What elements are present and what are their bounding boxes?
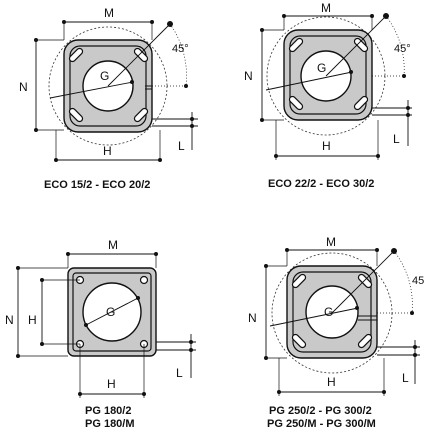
- inner-height-label: H: [28, 313, 37, 327]
- mounting-slot: [357, 333, 373, 349]
- width-label: M: [108, 238, 118, 252]
- mounting-slot: [133, 47, 149, 63]
- hole-spacing-label: H: [322, 139, 331, 153]
- angle-label: 45°: [394, 43, 411, 55]
- height-label: N: [248, 311, 257, 325]
- flange-plate-inner-edge: [292, 271, 372, 353]
- diameter-line: [49, 81, 134, 99]
- angle-line: [325, 15, 387, 77]
- diagram-pg-250-300: G M 45 N H L PG 250/2 - PG 300/2 PG 250/…: [248, 235, 424, 430]
- height-label: N: [5, 313, 14, 327]
- mounting-slot: [291, 333, 307, 349]
- diameter-label: G: [100, 69, 109, 83]
- diameter-label: G: [324, 305, 333, 319]
- diameter-label: G: [317, 61, 326, 75]
- caption-eco-15-20: ECO 15/2 - ECO 20/2: [44, 179, 150, 191]
- thickness-label: L: [178, 139, 185, 153]
- diameter-label: G: [106, 305, 115, 319]
- mounting-slot: [353, 37, 369, 53]
- width-label: M: [326, 235, 336, 249]
- diameter-line: [265, 71, 353, 91]
- mounting-slot: [357, 273, 373, 289]
- caption-pg-180-line2: PG 180/M: [85, 418, 135, 430]
- diagram-pg-180: G M N H H L PG 180/2 PG 180/M: [5, 238, 196, 430]
- mounting-slot: [353, 95, 369, 111]
- thickness-label: L: [402, 371, 409, 385]
- flange-plate-inner-edge: [72, 272, 152, 352]
- hole-spacing-label: H: [107, 377, 116, 391]
- caption-pg-250-300-line1: PG 250/2 - PG 300/2: [269, 405, 372, 417]
- diagram-eco-15-20: G M 45° N H L ECO 15/2 - E: [19, 6, 198, 191]
- caption-pg-250-300-line2: PG 250/M - PG 300/M: [267, 418, 376, 430]
- width-label: M: [321, 1, 331, 15]
- mounting-slot: [288, 95, 304, 111]
- mounting-slot: [288, 37, 304, 53]
- diameter-line: [85, 297, 139, 326]
- central-hole: [305, 285, 359, 339]
- hole-spacing-label: H: [103, 144, 112, 158]
- angle-line: [107, 23, 171, 87]
- mounting-slot: [68, 107, 84, 123]
- thickness-label: L: [393, 132, 400, 146]
- split-gap: [145, 85, 152, 90]
- angle-line: [331, 250, 395, 314]
- diameter-line: [269, 307, 359, 327]
- mounting-slot: [133, 107, 149, 123]
- angle-label: 45: [412, 275, 424, 287]
- height-label: N: [19, 80, 28, 94]
- mounting-hole: [139, 275, 149, 285]
- caption-eco-22-30: ECO 22/2 - ECO 30/2: [268, 178, 374, 190]
- thickness-label: L: [176, 366, 183, 380]
- angle-label: 45°: [172, 43, 189, 55]
- split-gap: [358, 315, 377, 321]
- caption-pg-180-line1: PG 180/2: [85, 405, 131, 417]
- diagram-eco-22-30: G M 45° N H L ECO 22/2 - ECO 30/2: [244, 1, 412, 190]
- height-label: N: [244, 69, 253, 83]
- mounting-slot: [291, 273, 307, 289]
- mounting-slot: [68, 47, 84, 63]
- hole-spacing-label: H: [327, 375, 336, 389]
- width-label: M: [104, 6, 114, 20]
- flange-plate-inner-edge: [289, 35, 367, 115]
